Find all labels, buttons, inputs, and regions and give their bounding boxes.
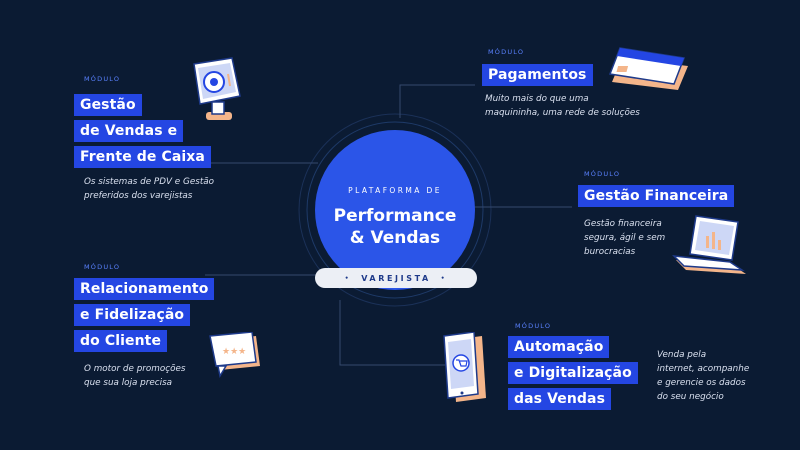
module-title-vendas: Gestão de Vendas e Frente de Caixa	[74, 94, 211, 168]
platform-hub: PLATAFORMA DE Performance & Vendas	[315, 130, 475, 290]
hub-subtitle: PLATAFORMA DE	[348, 186, 442, 195]
pos-terminal-icon	[193, 57, 241, 120]
pill-dot-left: •	[344, 274, 352, 282]
smartphone-cart-icon	[443, 332, 486, 402]
module-title-pagamentos: Pagamentos	[482, 64, 593, 86]
module-label: MÓDULO	[515, 322, 552, 330]
module-title-financeira: Gestão Financeira	[578, 185, 735, 207]
desc-line: do seu negócio	[657, 392, 724, 402]
hub-title: Performance & Vendas	[334, 205, 457, 249]
desc-line: burocracias	[584, 247, 636, 257]
module-title-line: Frente de Caixa	[74, 146, 211, 168]
module-desc-automacao: Venda pela internet, acompanhe e gerenci…	[657, 348, 749, 404]
desc-line: Muito mais do que uma	[485, 94, 589, 104]
module-title-line: Relacionamento	[74, 278, 215, 300]
desc-line: internet, acompanhe	[657, 364, 750, 374]
connector-automacao	[339, 300, 480, 366]
desc-line: maquininha, uma rede de soluções	[485, 108, 640, 118]
module-desc-relacionamento: O motor de promoções que sua loja precis…	[84, 362, 185, 390]
connector-pagamentos	[399, 84, 475, 118]
pill-dot-right: •	[440, 274, 448, 282]
module-title-line: do Cliente	[74, 330, 168, 352]
hub-title-line: & Vendas	[349, 228, 441, 248]
module-title-line: e Digitalização	[508, 362, 638, 384]
module-title-line: e Fidelização	[74, 304, 191, 326]
credit-card-icon	[608, 47, 688, 90]
module-title-line: Gestão Financeira	[578, 185, 735, 207]
desc-line: Os sistemas de PDV e Gestão	[84, 177, 215, 187]
inner-ring	[306, 121, 484, 299]
module-desc-financeira: Gestão financeira segura, ágil e sem bur…	[584, 217, 665, 259]
desc-line: Gestão financeira	[584, 219, 662, 229]
module-label: MÓDULO	[488, 48, 525, 56]
outer-ring	[298, 113, 492, 307]
module-title-line: das Vendas	[508, 388, 612, 410]
rating-stars-icon: ★★★	[209, 332, 260, 379]
module-title-line: Gestão	[74, 94, 142, 116]
module-label: MÓDULO	[84, 263, 121, 271]
desc-line: O motor de promoções	[84, 364, 186, 374]
module-label: MÓDULO	[84, 75, 121, 83]
module-desc-pagamentos: Muito mais do que uma maquininha, uma re…	[485, 92, 640, 120]
module-title-automacao: Automação e Digitalização das Vendas	[508, 336, 638, 410]
module-title-line: de Vendas e	[74, 120, 184, 142]
svg-text:★★★: ★★★	[222, 347, 246, 357]
desc-line: que sua loja precisa	[84, 378, 173, 388]
varejista-pill: • VAREJISTA •	[315, 268, 477, 288]
module-label: MÓDULO	[584, 170, 621, 178]
module-desc-vendas: Os sistemas de PDV e Gestão preferidos d…	[84, 175, 214, 203]
desc-line: Venda pela	[657, 350, 707, 360]
desc-line: e gerencie os dados	[657, 378, 746, 388]
hub-title-line: Performance	[333, 206, 457, 226]
module-title-relacionamento: Relacionamento e Fidelização do Cliente	[74, 278, 215, 352]
module-title-line: Automação	[508, 336, 610, 358]
module-title-line: Pagamentos	[482, 64, 593, 86]
desc-line: segura, ágil e sem	[584, 233, 666, 243]
laptop-chart-icon	[672, 215, 746, 274]
pill-label: VAREJISTA	[361, 273, 431, 283]
desc-line: preferidos dos varejistas	[84, 191, 193, 201]
